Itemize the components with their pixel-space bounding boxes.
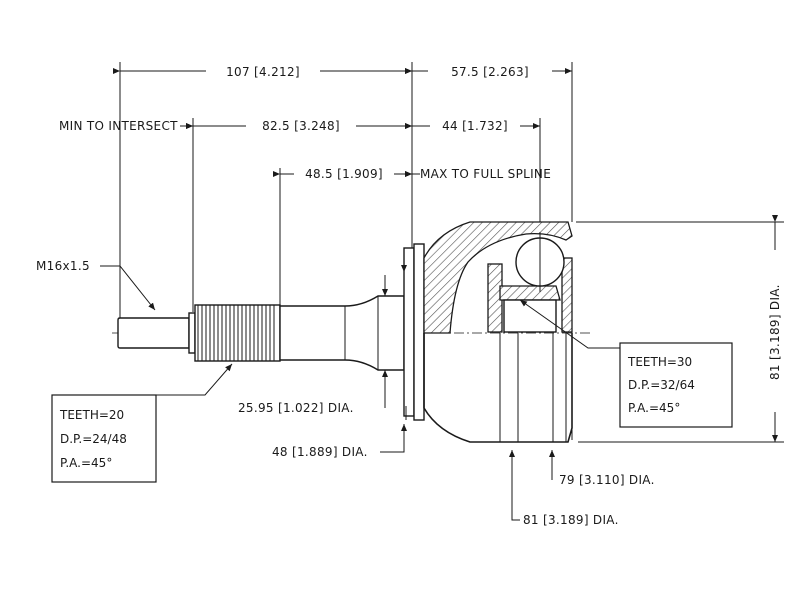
min-to-intersect-value: 82.5 [3.248] [262, 119, 340, 133]
inner-dia-label: 79 [3.110] DIA. [559, 473, 655, 487]
extension-lines [119, 62, 784, 443]
min-to-intersect-label: MIN TO INTERSECT [59, 119, 178, 133]
spline-length-label: 48.5 [1.909] [305, 167, 383, 181]
stub-shaft [117, 295, 405, 371]
flange-dia-label: 48 [1.889] DIA. [272, 445, 368, 459]
spline-left-dp: D.P.=24/48 [60, 432, 127, 446]
spline-spec-box-left: TEETH=20 D.P.=24/48 P.A.=45° [51, 394, 157, 483]
spline-right-pa: P.A.=45° [628, 401, 680, 415]
spline-right-teeth: TEETH=30 [627, 355, 692, 369]
leader-lines [100, 265, 620, 521]
max-to-full-spline-label: MAX TO FULL SPLINE [420, 167, 551, 181]
spline-left-pa: P.A.=45° [60, 456, 112, 470]
outer-dia-vertical-label: 81 [3.189] DIA. [768, 284, 782, 380]
spline-right-dp: D.P.=32/64 [628, 378, 695, 392]
dimension-lines [113, 68, 778, 442]
bell-depth-label: 44 [1.732] [442, 119, 508, 133]
inner-race [487, 232, 573, 333]
bell-length-label: 57.5 [2.263] [451, 65, 529, 79]
overall-length-label: 107 [4.212] [226, 65, 300, 79]
outer-dia-label: 81 [3.189] DIA. [523, 513, 619, 527]
spline-spec-box-right: TEETH=30 D.P.=32/64 P.A.=45° [619, 342, 733, 428]
outer-bell-section [423, 221, 573, 334]
shaft-dia-label: 25.95 [1.022] DIA. [238, 401, 354, 415]
spline-left-teeth: TEETH=20 [59, 408, 124, 422]
spline-teeth [197, 305, 275, 361]
outer-bell-lower [423, 333, 573, 443]
flange [403, 243, 425, 421]
thread-label: M16x1.5 [36, 259, 90, 273]
